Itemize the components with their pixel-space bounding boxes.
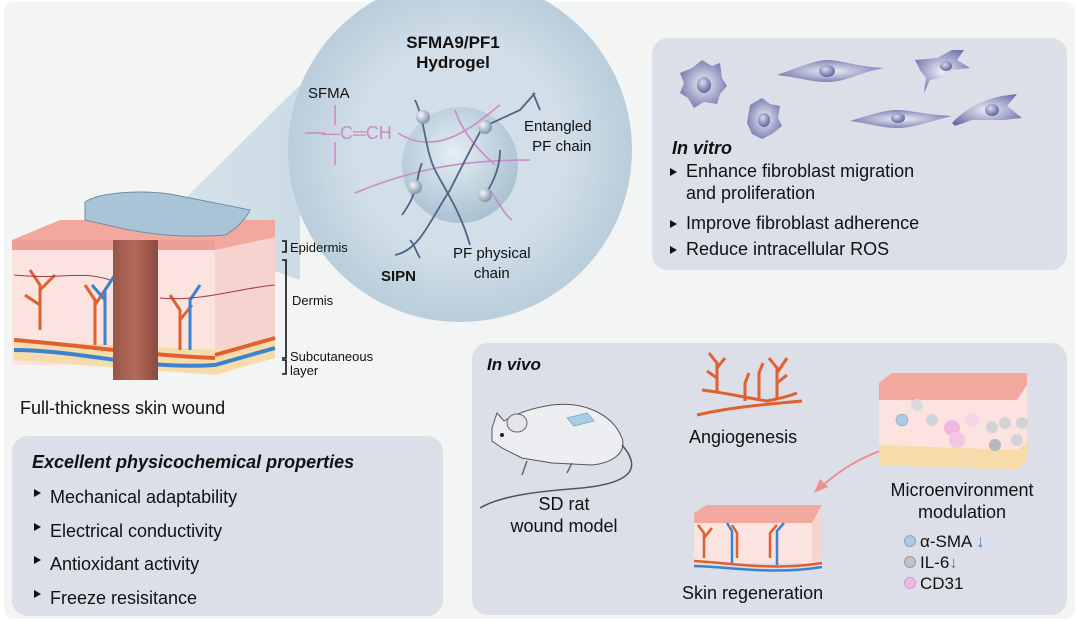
properties-panel: Excellent physicochemical properties Mec…: [12, 436, 443, 616]
sipn-label: SIPN: [381, 268, 417, 285]
property-item: Freeze resisitance: [32, 582, 237, 616]
alpha-sma-dot-icon: [904, 535, 916, 547]
entangled-line1: Entangled: [524, 118, 592, 135]
pf-physical-chain-label: PF physical chain: [453, 244, 531, 284]
stellate-cell-icon: [915, 50, 970, 93]
pf-beads: [408, 110, 492, 202]
angiogenesis-label: Angiogenesis: [689, 427, 798, 447]
in-vitro-item: Reduce intracellular ROS: [668, 238, 919, 260]
wound-channel: [113, 240, 158, 380]
rat-line2: wound model: [510, 516, 618, 536]
spindle-cell-icon: [850, 110, 952, 128]
in-vivo-panel: In vivo SD rat wound model Angiogenesis: [472, 343, 1067, 615]
decrease-arrow-icon: ↓: [976, 532, 985, 551]
subcutaneous-label: Subcutaneous layer: [290, 350, 373, 378]
epidermis-label: Epidermis: [290, 240, 348, 255]
skin-regeneration-illustration: [693, 505, 823, 572]
in-vitro-item: Improve fibroblast adherence: [668, 212, 919, 234]
micro-line2: modulation: [917, 502, 1007, 522]
physical-line1: PF physical: [453, 245, 531, 262]
cd31-dot-icon: [904, 577, 916, 589]
fibroblast-cells: [680, 50, 1022, 139]
in-vivo-title: In vivo: [487, 355, 541, 374]
in-vitro-panel: In vitro Enhance fibroblast migration an…: [652, 38, 1067, 270]
property-item: Electrical conductivity: [32, 515, 237, 549]
round-cell-icon: [747, 98, 782, 139]
marker-name: CD31: [920, 574, 964, 593]
spindle-cell-icon: [777, 60, 884, 82]
rat-model-label: SD rat wound model: [494, 493, 634, 537]
micro-line1: Microenvironment: [890, 480, 1034, 500]
capillaries: [13, 274, 276, 300]
sfma-chains: [305, 104, 531, 221]
sfma-formula: —C═CH: [322, 123, 392, 143]
properties-title: Excellent physicochemical properties: [32, 452, 355, 472]
skin-wound-illustration: [12, 191, 287, 380]
microenvironment-label: Microenvironment modulation: [872, 479, 1052, 523]
decrease-arrow-icon: ↓: [949, 553, 958, 572]
rat-illustration: [479, 403, 633, 509]
layer-brackets: [282, 240, 287, 375]
marker-item: α-SMA ↓: [904, 531, 985, 552]
in-vitro-list: Enhance fibroblast migration and prolife…: [668, 160, 919, 260]
marker-name: α-SMA: [920, 532, 972, 551]
hydrogel-title-line2: Hydrogel: [416, 53, 490, 72]
rat-line1: SD rat: [538, 494, 590, 514]
property-item: Antioxidant activity: [32, 548, 237, 582]
entangled-pf-chain-label: Entangled PF chain: [524, 117, 592, 157]
il6-dot-icon: [904, 556, 916, 568]
hydrogel-title-line1: SFMA9/PF1: [406, 33, 500, 52]
hydrogel-network-diagram: [305, 92, 541, 259]
sfma-label: SFMA: [308, 85, 350, 102]
hydrogel-title: SFMA9/PF1 Hydrogel: [382, 33, 524, 73]
round-cell-icon: [680, 60, 727, 108]
in-vitro-title: In vitro: [672, 138, 733, 158]
stellate-cell-icon: [952, 94, 1022, 126]
marker-legend: α-SMA ↓ IL-6↓ CD31: [904, 531, 985, 594]
in-vitro-item-continued: and proliferation: [686, 183, 816, 203]
hydrogel-patch: [84, 191, 251, 237]
marker-name: IL-6: [920, 553, 950, 572]
subcutaneous-line2: layer: [290, 363, 319, 378]
microenvironment-illustration: [879, 373, 1028, 470]
marker-item: CD31: [904, 573, 985, 594]
skin-regeneration-label: Skin regeneration: [682, 583, 824, 603]
in-vitro-item: Enhance fibroblast migration: [668, 160, 919, 182]
property-item: Mechanical adaptability: [32, 481, 237, 515]
arteries: [13, 269, 276, 360]
dermis-label: Dermis: [292, 293, 334, 308]
entangled-line2: PF chain: [532, 138, 592, 155]
angiogenesis-vessels-icon: [696, 352, 803, 417]
skin-wound-caption: Full-thickness skin wound: [20, 398, 226, 418]
marker-item: IL-6↓: [904, 552, 985, 573]
physical-line2: chain: [473, 265, 510, 282]
subcutaneous-line1: Subcutaneous: [290, 349, 374, 364]
properties-list: Mechanical adaptability Electrical condu…: [32, 481, 237, 615]
